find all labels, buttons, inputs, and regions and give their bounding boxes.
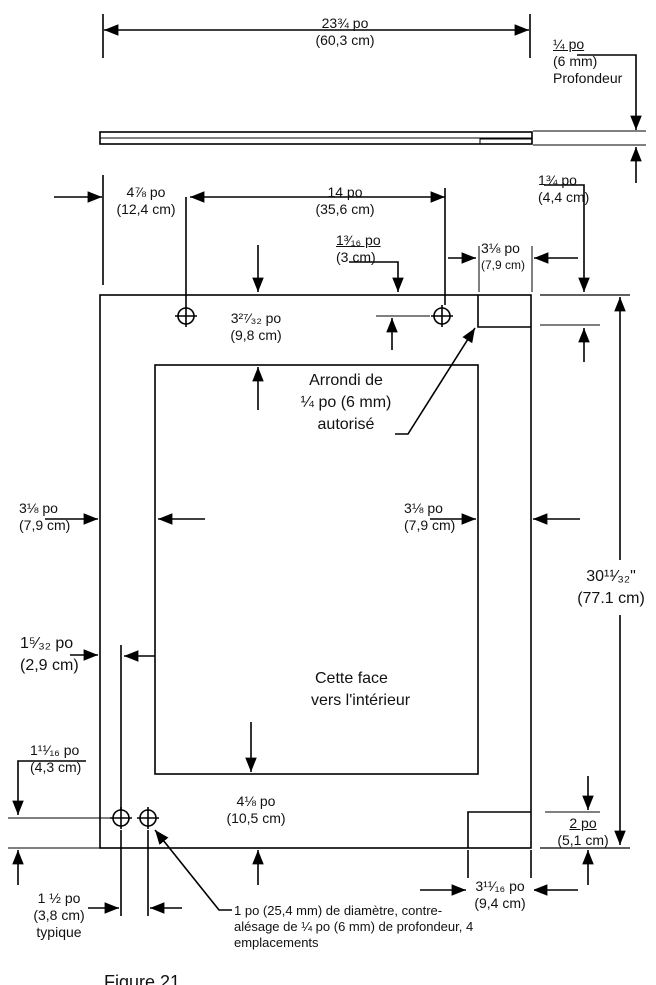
window-bottom-margin-imperial: 4⅛ po [236,793,276,809]
lower-hole-edge-metric: (2,9 cm) [20,657,79,674]
window-top-margin-imperial: 3²⁷⁄₃₂ po [230,310,282,326]
overall-height-imperial: 30¹¹⁄₃₂" [586,568,636,585]
depth-caption: Profondeur [553,70,623,86]
bottom-notch-width-label: 3¹¹⁄₁₆ po (9,4 cm) [466,878,534,912]
overall-width-label: 23¾ po (60,3 cm) [280,15,410,49]
bottom-hole-height-imperial: 1¹¹⁄₁₆ po [30,742,80,758]
hole-spec-leader [154,829,232,911]
corner-notch-width-imperial: 3⅛ po [481,240,520,256]
bottom-hole-height-metric: (4,3 cm) [30,759,82,775]
lower-hole-edge-imperial: 1⁵⁄₃₂ po [20,635,74,652]
hole-spacing-imperial: 14 po [327,184,363,200]
hole-spec-note: 1 po (25,4 mm) de diamètre, contre-alésa… [234,903,474,950]
face-note: Cette face vers l'intérieur [311,668,410,712]
right-margin-metric: (7,9 cm) [404,517,456,533]
corner-radius-note-line1: Arrondi de [309,372,383,389]
depth-label: ¼ po (6 mm) Profondeur [553,36,622,87]
window-cutout [154,364,479,775]
overall-width-imperial: 23¾ po [321,15,369,31]
hole-offset-left-metric: (12,4 cm) [116,201,176,217]
overall-height-metric: (77.1 cm) [577,590,645,607]
hole-offset-left-imperial: 4⅞ po [126,184,166,200]
left-margin-metric: (7,9 cm) [19,517,71,533]
window-bottom-margin-label: 4⅛ po (10,5 cm) [212,793,300,827]
depth-metric: (6 mm) [553,53,598,69]
face-note-line1: Cette face [315,670,388,687]
hole-pitch-imperial: 1 ½ po [37,890,81,906]
depth-imperial: ¼ po [553,36,585,52]
hole-spacing-metric: (35,6 cm) [315,201,375,217]
overall-height-label: 30¹¹⁄₃₂" (77.1 cm) [568,566,654,610]
window-top-margin-label: 3²⁷⁄₃₂ po (9,8 cm) [214,310,298,344]
right-margin-label: 3⅛ po (7,9 cm) [404,500,455,534]
lower-hole-edge-label: 1⁵⁄₃₂ po (2,9 cm) [20,633,79,677]
bottom-notch-width-metric: (9,4 cm) [474,895,526,911]
radius-leader [395,327,476,435]
top-right-margin-imperial: 1¾ po [538,172,577,188]
bottom-notch-height-metric: (5,1 cm) [557,832,609,848]
hole-spacing-label: 14 po (35,6 cm) [290,184,400,218]
hole-pitch-label: 1 ½ po (3,8 cm) typique [24,890,94,941]
face-note-line2: vers l'intérieur [311,692,411,709]
hole-pitch-metric: (3,8 cm) [33,907,85,923]
hole-pitch-qualifier: typique [36,924,82,940]
bottom-right-notch [467,811,531,848]
corner-radius-note-line3: autorisé [317,416,375,433]
left-margin-imperial: 3⅛ po [19,500,58,516]
overall-width-metric: (60,3 cm) [315,32,375,48]
panel-outline [99,294,532,849]
corner-radius-note-line2: ¼ po (6 mm) [300,394,392,411]
left-margin-label: 3⅛ po (7,9 cm) [19,500,70,534]
corner-notch-width-metric: (7,9 cm) [481,258,526,272]
bottom-notch-height-label: 2 po (5,1 cm) [544,815,622,849]
hole-offset-left-label: 4⅞ po (12,4 cm) [98,184,194,218]
bottom-hole-height-label: 1¹¹⁄₁₆ po (4,3 cm) [30,742,81,776]
corner-radius-note: Arrondi de ¼ po (6 mm) autorisé [276,370,416,436]
top-right-margin-metric: (4,4 cm) [538,189,590,205]
mounting-holes [110,305,453,829]
right-margin-imperial: 3⅛ po [404,500,443,516]
top-right-margin-label: 1¾ po (4,4 cm) [538,172,589,206]
window-bottom-margin-metric: (10,5 cm) [226,810,286,826]
bottom-notch-width-imperial: 3¹¹⁄₁₆ po [475,878,525,894]
hole-top-offset-metric: (3 cm) [336,249,376,265]
corner-notch-width-label: 3⅛ po (7,9 cm) [481,240,525,274]
figure-caption: Figure 21 [104,972,181,985]
hole-top-offset-label: 1³⁄₁₆ po (3 cm) [336,232,381,266]
window-top-margin-metric: (9,8 cm) [230,327,282,343]
top-right-notch [477,295,531,328]
hole-top-offset-imperial: 1³⁄₁₆ po [336,232,381,248]
bottom-notch-height-imperial: 2 po [569,815,597,831]
